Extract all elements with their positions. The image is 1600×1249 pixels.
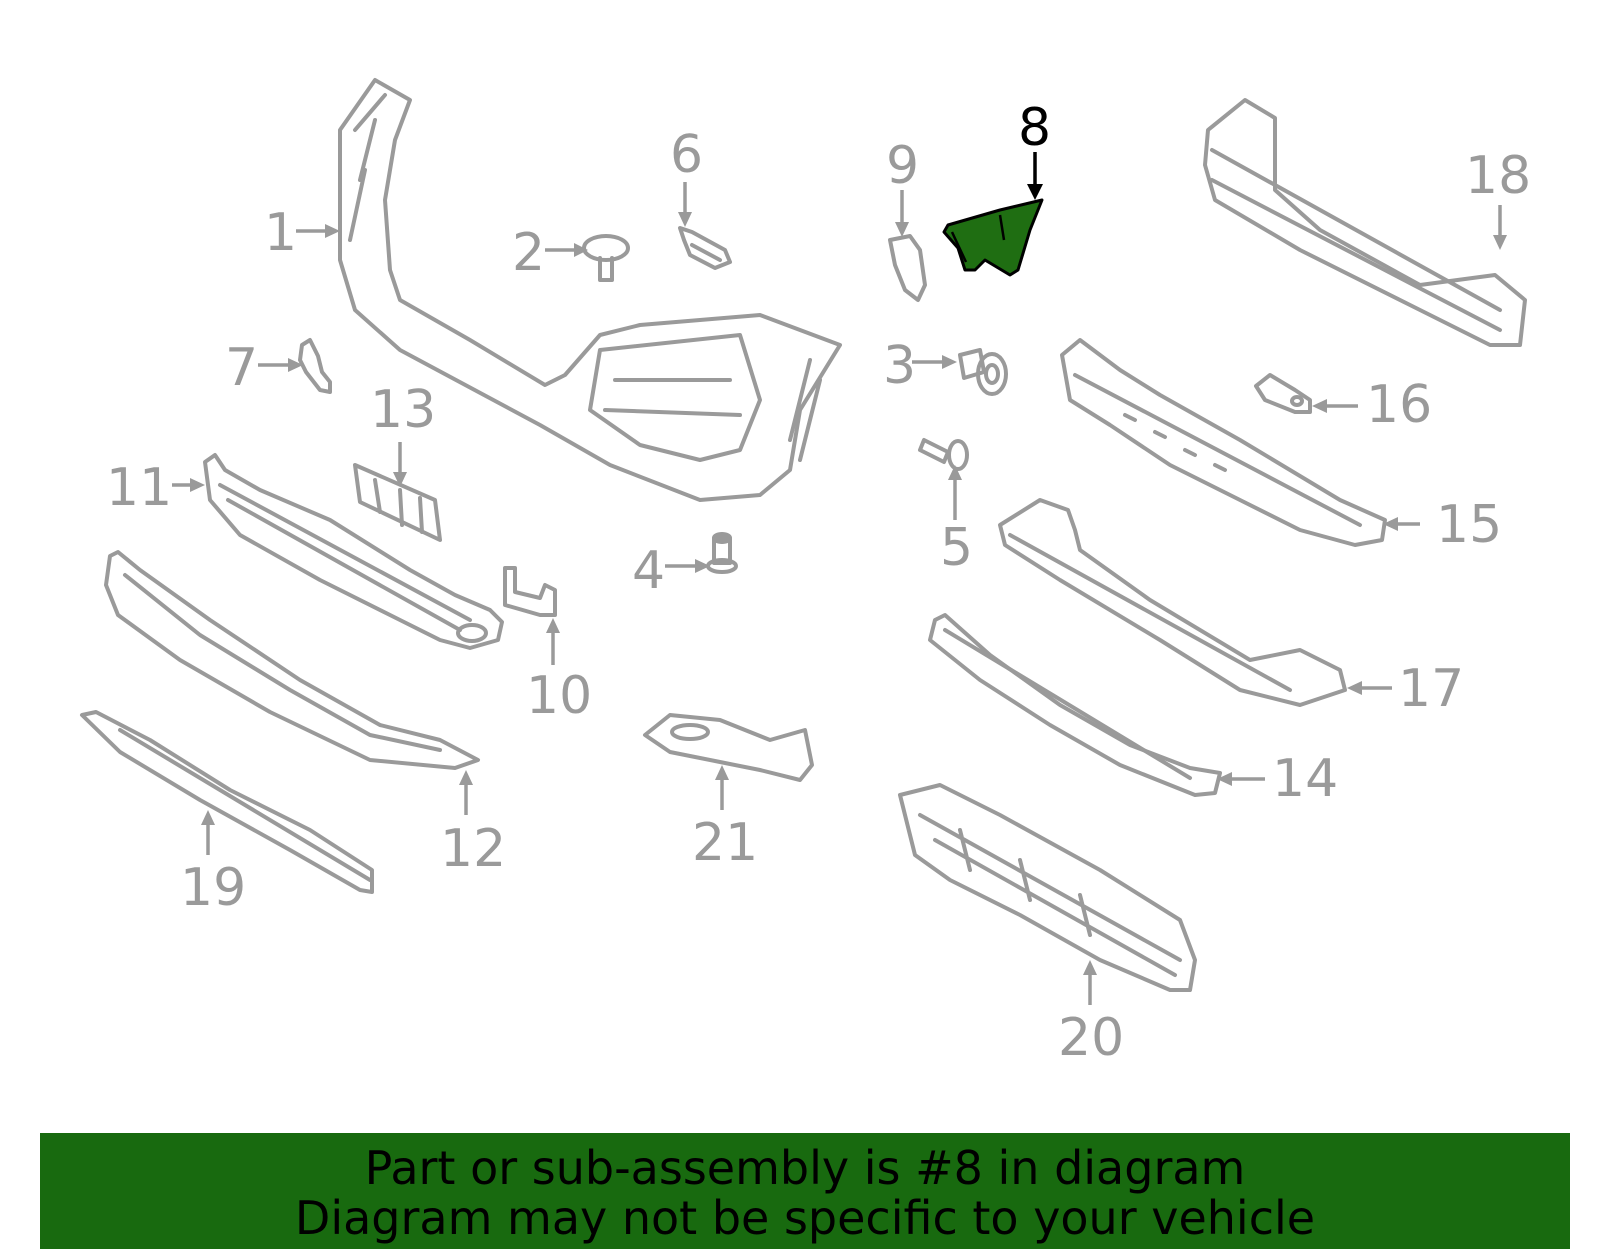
- part-8-bracket-highlighted: [942, 198, 1044, 277]
- callout-11: 11: [106, 458, 172, 518]
- part-15-absorber: [1060, 338, 1387, 547]
- callout-15: 15: [1436, 495, 1502, 555]
- callout-21: 21: [692, 813, 758, 873]
- part-12-lower-grille: [104, 550, 480, 770]
- callout-17: 17: [1398, 659, 1464, 719]
- part-16-bracket: [1254, 373, 1312, 414]
- callout-3: 3: [883, 336, 916, 396]
- callout-12: 12: [440, 819, 506, 879]
- part-14-reinforcement: [928, 613, 1222, 797]
- part-2-clip: [582, 234, 630, 282]
- callout-16: 16: [1366, 375, 1432, 435]
- callout-4: 4: [632, 541, 665, 601]
- part-11-grille: [203, 453, 504, 650]
- callout-6: 6: [670, 125, 703, 185]
- part-5-bolt: [918, 438, 969, 471]
- part-9-bracket: [888, 234, 927, 302]
- callout-7: 7: [225, 338, 258, 398]
- callout-9: 9: [886, 136, 919, 196]
- part-1-bumper-cover: [338, 78, 842, 502]
- part-6-bracket: [678, 226, 732, 270]
- part-4-pin: [706, 532, 738, 574]
- leader-arrows: [172, 152, 1507, 1005]
- callout-13: 13: [370, 380, 436, 440]
- part-21-duct: [643, 713, 814, 782]
- callout-10: 10: [526, 666, 592, 726]
- callout-18: 18: [1465, 146, 1531, 206]
- part-10-bracket: [503, 566, 557, 617]
- part-18-beam: [1203, 98, 1527, 347]
- callout-19: 19: [180, 858, 246, 918]
- part-3-clip: [958, 348, 1008, 396]
- part-20-deflector: [898, 783, 1197, 992]
- part-17-absorber-bar: [998, 498, 1347, 707]
- part-19-trim: [80, 710, 374, 894]
- callout-8: 8: [1018, 98, 1051, 158]
- part-13-plate-bracket: [353, 463, 442, 542]
- banner-line-disclaimer: Diagram may not be specific to your vehi…: [294, 1191, 1316, 1245]
- parts-diagram: 1 2 3 4 5 6 7 8 9 10 11 12 13 14 15 16 1…: [80, 78, 1531, 1068]
- callout-5: 5: [940, 518, 973, 578]
- callout-1: 1: [264, 203, 297, 263]
- callout-20: 20: [1058, 1008, 1124, 1068]
- banner-line-part-info: Part or sub-assembly is #8 in diagram: [364, 1141, 1246, 1195]
- part-7-bracket: [298, 338, 332, 394]
- callout-2: 2: [512, 223, 545, 283]
- info-banner: Part or sub-assembly is #8 in diagram Di…: [40, 1133, 1570, 1249]
- callout-14: 14: [1272, 749, 1338, 809]
